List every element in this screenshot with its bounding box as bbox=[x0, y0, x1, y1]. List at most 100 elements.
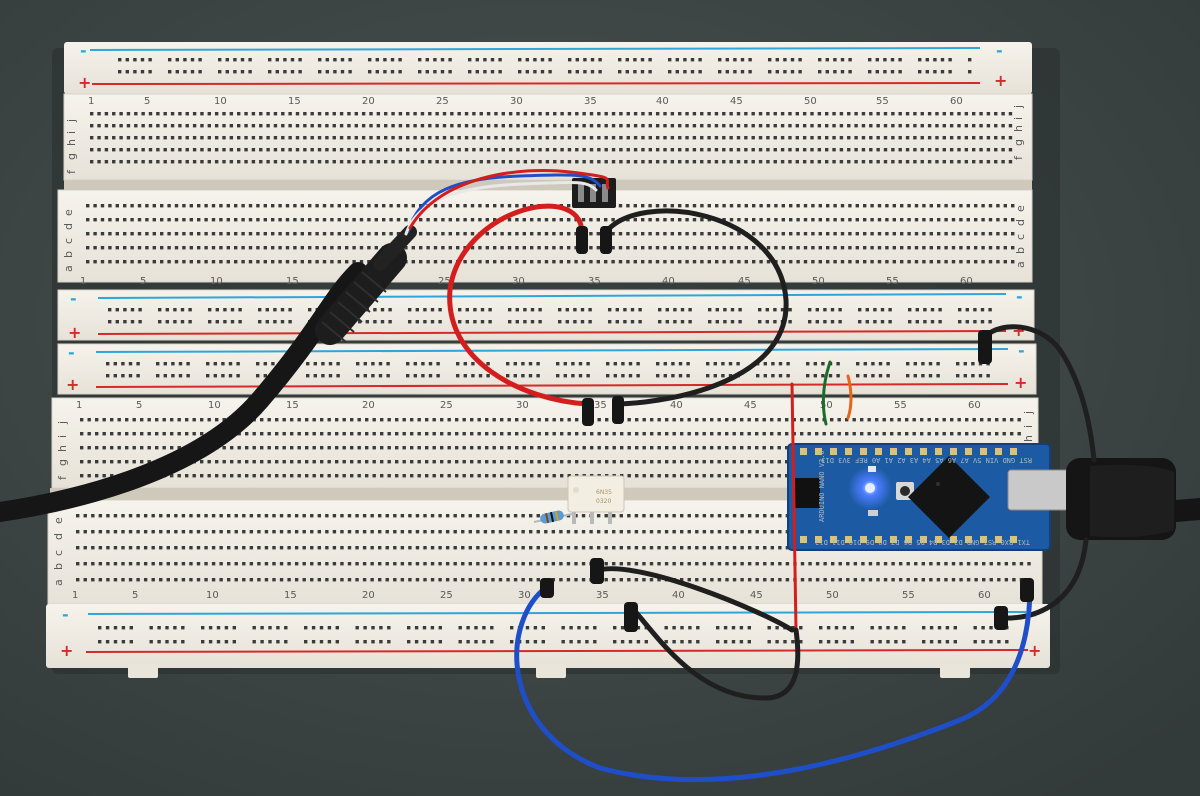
hole bbox=[438, 626, 442, 630]
hole bbox=[418, 58, 422, 62]
hole bbox=[665, 308, 669, 312]
hole bbox=[633, 136, 638, 140]
hole bbox=[755, 432, 759, 436]
hole bbox=[165, 640, 169, 644]
hole bbox=[892, 218, 896, 222]
reset-button-cap[interactable] bbox=[900, 486, 910, 496]
hole bbox=[838, 320, 842, 324]
hole bbox=[642, 546, 646, 550]
hole bbox=[464, 136, 469, 140]
hole bbox=[530, 320, 535, 324]
hole bbox=[670, 148, 675, 152]
hole bbox=[951, 204, 956, 208]
hole bbox=[117, 432, 121, 436]
hole bbox=[795, 124, 799, 128]
hole bbox=[929, 578, 933, 582]
hole bbox=[93, 204, 97, 208]
hole bbox=[315, 204, 319, 208]
hole bbox=[521, 562, 525, 566]
hole bbox=[695, 460, 699, 464]
hole bbox=[648, 124, 652, 128]
header-pin bbox=[890, 536, 897, 543]
hole bbox=[620, 460, 624, 464]
hole bbox=[560, 136, 564, 140]
hole bbox=[406, 124, 410, 128]
hole bbox=[339, 136, 344, 140]
hole bbox=[906, 562, 910, 566]
ic-marking: 0320 bbox=[596, 498, 611, 505]
hole bbox=[259, 112, 263, 116]
hole bbox=[515, 474, 519, 478]
hole bbox=[538, 112, 542, 116]
hole bbox=[589, 546, 593, 550]
mini-usb-port[interactable] bbox=[1007, 469, 1073, 511]
hole bbox=[537, 446, 541, 450]
hole bbox=[663, 374, 667, 378]
hole bbox=[966, 562, 971, 566]
hole bbox=[419, 218, 423, 222]
hole bbox=[898, 136, 902, 140]
hole bbox=[264, 562, 269, 566]
hole bbox=[974, 246, 978, 250]
hole bbox=[273, 124, 278, 128]
hole bbox=[540, 70, 545, 74]
hole bbox=[425, 418, 429, 422]
rail-line-minus-mid1 bbox=[97, 293, 1007, 299]
hole bbox=[840, 204, 845, 208]
hole bbox=[423, 530, 427, 534]
hole bbox=[808, 320, 812, 324]
hole bbox=[840, 70, 845, 74]
hole bbox=[766, 124, 770, 128]
hole bbox=[358, 320, 362, 324]
hole bbox=[605, 460, 609, 464]
hole bbox=[501, 112, 505, 116]
hole bbox=[657, 432, 661, 436]
hole bbox=[626, 246, 630, 250]
hole bbox=[715, 308, 719, 312]
hole bbox=[929, 640, 934, 644]
hole bbox=[432, 474, 436, 478]
column-number: 30 bbox=[512, 276, 525, 287]
hole bbox=[729, 112, 733, 116]
hole bbox=[110, 474, 114, 478]
hole bbox=[238, 308, 242, 312]
hole bbox=[462, 418, 466, 422]
hole bbox=[680, 514, 684, 518]
hole bbox=[590, 58, 595, 62]
hole bbox=[163, 136, 167, 140]
hole bbox=[1004, 562, 1009, 566]
hole bbox=[927, 148, 932, 152]
hole bbox=[121, 362, 125, 366]
hole bbox=[552, 260, 556, 264]
hole bbox=[996, 246, 1000, 250]
hole bbox=[807, 432, 811, 436]
row-letters-left-bottom: a b c d e bbox=[52, 517, 65, 586]
hole bbox=[479, 112, 483, 116]
hole bbox=[1001, 136, 1005, 140]
hole bbox=[478, 218, 482, 222]
hole bbox=[825, 136, 829, 140]
hole bbox=[648, 160, 652, 164]
jumper-plugs bbox=[540, 226, 1034, 632]
hole bbox=[780, 124, 785, 128]
hole bbox=[1001, 148, 1005, 152]
hole bbox=[581, 546, 586, 550]
hole bbox=[332, 148, 336, 152]
hole bbox=[315, 246, 319, 250]
hole bbox=[536, 514, 540, 518]
hole bbox=[1008, 148, 1013, 152]
hole bbox=[189, 246, 193, 250]
hole bbox=[789, 204, 793, 208]
hole bbox=[256, 232, 260, 236]
jumper-wire-black-rail bbox=[983, 324, 1097, 463]
hole bbox=[466, 626, 470, 630]
hole bbox=[928, 362, 933, 366]
hole bbox=[559, 260, 563, 264]
hole bbox=[606, 374, 610, 378]
hole bbox=[732, 562, 737, 566]
hole bbox=[208, 320, 212, 324]
hole bbox=[328, 362, 333, 366]
hole bbox=[117, 418, 121, 422]
hole bbox=[156, 148, 160, 152]
hole bbox=[354, 160, 358, 164]
